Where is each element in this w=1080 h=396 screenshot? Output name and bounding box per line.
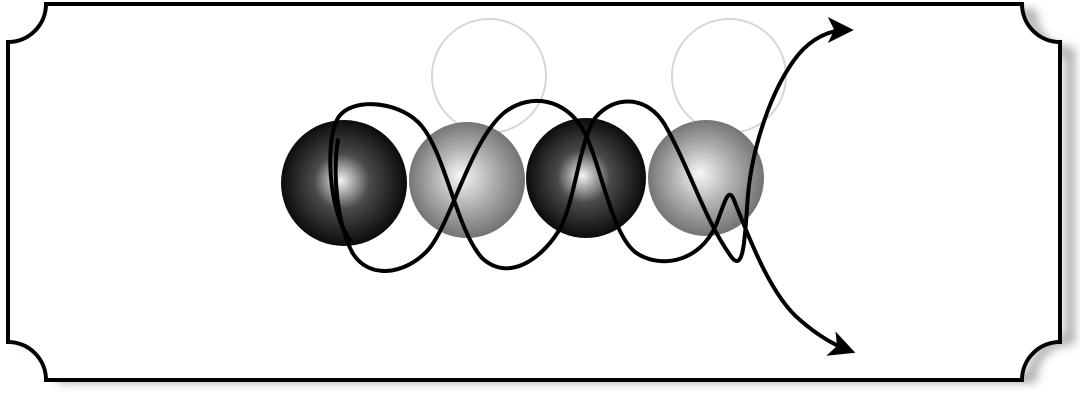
sphere-light xyxy=(409,122,525,238)
